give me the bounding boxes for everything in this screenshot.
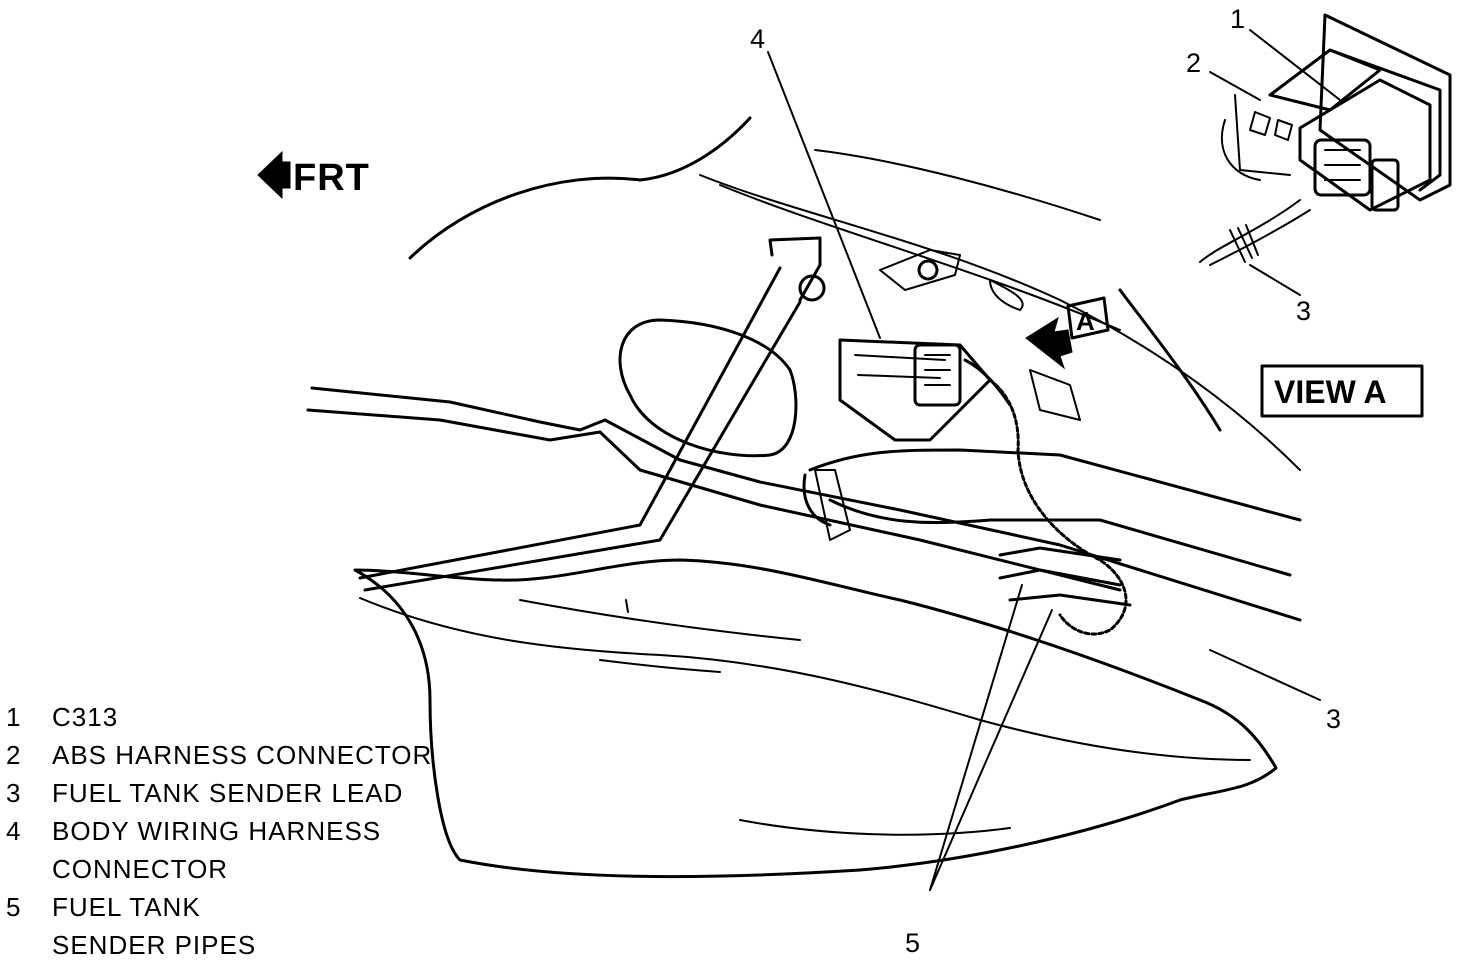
legend-text: FUEL TANK SENDER PIPES (52, 892, 257, 960)
harness-conduit (988, 378, 1128, 636)
legend-item: 2 ABS HARNESS CONNECTOR (6, 736, 446, 774)
callout-4: 4 (750, 24, 765, 54)
legend-item: 4 BODY WIRING HARNESS CONNECTOR (6, 812, 446, 888)
legend-text: BODY WIRING HARNESS CONNECTOR (52, 816, 382, 884)
view-a-box: VIEW A (1260, 364, 1424, 418)
view-arrow-icon (1025, 316, 1073, 370)
legend-item: 3 FUEL TANK SENDER LEAD (6, 774, 446, 812)
fuel-tank (353, 558, 1278, 879)
view-a-inset (1199, 13, 1452, 266)
front-direction-indicator: FRT (257, 150, 370, 200)
callout-5: 5 (905, 928, 920, 958)
legend-text: ABS HARNESS CONNECTOR (52, 740, 433, 770)
callout-3-main: 3 (1326, 704, 1341, 734)
canister (618, 318, 798, 458)
view-a-arrow: A (1025, 296, 1110, 370)
legend-number: 2 (6, 740, 22, 770)
legend-item: 5 FUEL TANK SENDER PIPES (6, 888, 446, 964)
frame-rail (306, 386, 1302, 622)
callout-1: 1 (1230, 4, 1245, 34)
legend-number: 4 (6, 816, 22, 846)
legend-text: C313 (52, 702, 119, 732)
legend-item: 1 C313 (6, 698, 446, 736)
fuel-sender-pipes (802, 369, 1302, 607)
tank-strap (358, 236, 961, 592)
legend-number: 1 (6, 702, 22, 732)
legend-text: FUEL TANK SENDER LEAD (52, 778, 404, 808)
callout-numbers: 4 1 2 3 3 5 (750, 4, 1341, 958)
frt-label: FRT (293, 157, 370, 199)
view-a-label: VIEW A (1274, 374, 1387, 410)
legend-number: 3 (6, 778, 22, 808)
view-arrow-label: A (1076, 306, 1095, 336)
callout-leaders (767, 29, 1341, 891)
callout-3-view: 3 (1296, 296, 1311, 326)
vehicle-body-outline (408, 116, 1301, 471)
front-arrow-icon (257, 150, 283, 200)
body-wiring-harness-connector (838, 338, 1012, 442)
legend: 1 C313 2 ABS HARNESS CONNECTOR 3 FUEL TA… (6, 698, 446, 964)
callout-2: 2 (1186, 48, 1201, 78)
legend-number: 5 (6, 892, 22, 922)
